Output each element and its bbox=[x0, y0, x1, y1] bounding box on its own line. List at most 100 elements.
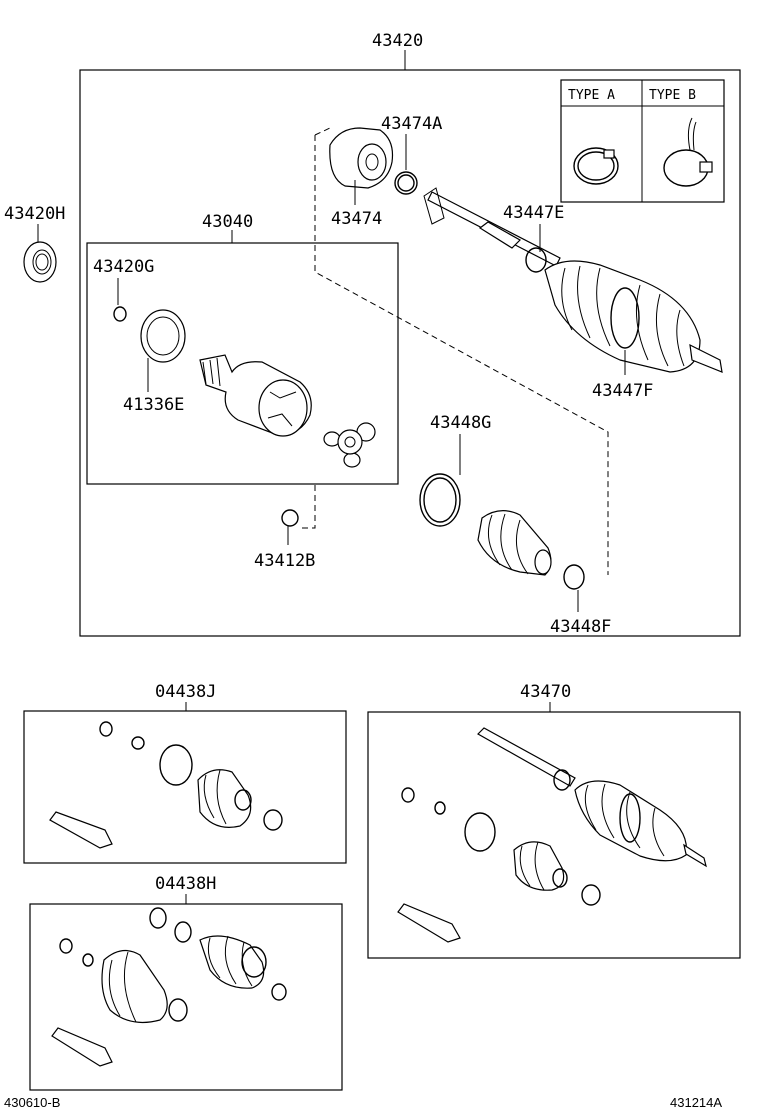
kit-43470-inner-boot-ribs bbox=[519, 841, 545, 891]
label-04438J[interactable]: 04438J bbox=[155, 682, 216, 702]
label-43412B[interactable]: 43412B bbox=[254, 551, 315, 571]
inner-joint-kit-group: 43040 43420G 41336E bbox=[86, 212, 399, 485]
boot-clamp-43447E-part[interactable] bbox=[525, 247, 547, 273]
kit-43470-snap-ring-1 bbox=[401, 787, 415, 803]
kit-43470-inner-boot bbox=[513, 841, 565, 891]
label-43448F[interactable]: 43448F bbox=[550, 617, 611, 637]
clamp-type-b-buckle bbox=[699, 161, 713, 173]
kit-43470-shaft bbox=[477, 727, 576, 787]
kit-43470-inner-boot-neck bbox=[552, 868, 568, 888]
label-43040[interactable]: 43040 bbox=[202, 212, 253, 232]
boot-kit-43470-group: 43470 bbox=[367, 682, 741, 959]
oil-seal-hole bbox=[35, 253, 49, 271]
dust-cover-hole bbox=[365, 153, 379, 171]
shaft-spline-end bbox=[423, 187, 445, 225]
tripod-joint-part[interactable] bbox=[323, 422, 376, 468]
snap-ring-43474A-part[interactable] bbox=[394, 171, 418, 195]
boot-kit-04438J-box bbox=[23, 710, 347, 864]
kit-43470-shaft-clamp bbox=[553, 769, 571, 791]
dashed-guide-top bbox=[314, 127, 331, 136]
label-43470[interactable]: 43470 bbox=[520, 682, 571, 702]
clamp-type-a-inner bbox=[577, 151, 615, 181]
housing-grooves bbox=[267, 391, 297, 427]
dashed-guide-main bbox=[314, 135, 609, 575]
dashed-guides bbox=[300, 127, 609, 575]
kit-j-snap-ring-2 bbox=[131, 736, 145, 750]
inboard-boot-group: 43448G 43448F bbox=[419, 413, 611, 637]
outboard-boot-part[interactable] bbox=[544, 260, 701, 373]
clamp-type-a-icon bbox=[573, 147, 619, 185]
label-43474A[interactable]: 43474A bbox=[381, 114, 442, 134]
snap-ring-43420G-part[interactable] bbox=[113, 306, 127, 322]
kit-h-boot-outer bbox=[101, 949, 168, 1023]
kit-j-boot-neck bbox=[234, 789, 252, 811]
boot-clamp-43448G-inner bbox=[423, 477, 457, 523]
kit-h-snap-ring-2 bbox=[82, 953, 94, 967]
kit-h-clamp-1 bbox=[149, 907, 167, 929]
inner-ring-41336E-part[interactable] bbox=[140, 309, 186, 363]
kit-h-boot-inner-ribs bbox=[207, 935, 253, 987]
label-43447E[interactable]: 43447E bbox=[503, 203, 564, 223]
snap-ring-43474A-inner bbox=[397, 174, 415, 192]
drive-shaft-group: 43447E 43447F bbox=[423, 187, 723, 401]
kit-43470-snap-ring-2 bbox=[434, 801, 446, 815]
oil-seal-inner bbox=[32, 249, 52, 275]
label-43420[interactable]: 43420 bbox=[372, 31, 423, 51]
kit-h-snap-ring-1 bbox=[59, 938, 73, 954]
label-43448G[interactable]: 43448G bbox=[430, 413, 491, 433]
kit-h-grease-tube bbox=[51, 1027, 113, 1067]
snap-ring-43412B-part[interactable] bbox=[281, 509, 299, 527]
kit-j-clamp-large bbox=[159, 744, 193, 786]
label-43447F[interactable]: 43447F bbox=[592, 381, 653, 401]
kit-h-boot-inner bbox=[199, 935, 265, 989]
label-43420H[interactable]: 43420H bbox=[4, 204, 65, 224]
boot-clamp-43448G-part[interactable] bbox=[419, 473, 461, 527]
boot-kit-04438H-group: 04438H bbox=[29, 874, 343, 1091]
inner-ring-41336E-inner bbox=[146, 316, 180, 356]
kit-43470-grease-tube bbox=[397, 903, 461, 943]
oil-seal-part[interactable] bbox=[23, 241, 57, 283]
label-41336E[interactable]: 41336E bbox=[123, 395, 184, 415]
inner-joint-kit-box bbox=[86, 242, 399, 485]
footer-right-code: 431214A bbox=[670, 1095, 722, 1110]
clamp-type-inset: TYPE A TYPE B bbox=[560, 79, 725, 203]
kit-j-grease-tube bbox=[49, 811, 113, 849]
label-43420G[interactable]: 43420G bbox=[93, 257, 154, 277]
boot-clamp-43448F-part[interactable] bbox=[563, 564, 585, 590]
housing-splines bbox=[202, 357, 221, 387]
kit-j-clamp-small bbox=[263, 809, 283, 831]
kit-h-clamp-5 bbox=[271, 983, 287, 1001]
snap-ring-43412B-group: 43412B bbox=[254, 509, 315, 571]
outboard-stub-shaft bbox=[689, 343, 723, 373]
clamp-type-a-buckle bbox=[603, 149, 615, 159]
kit-43470-clamp-small bbox=[581, 884, 601, 906]
boot-kit-04438J-group: 04438J bbox=[23, 682, 347, 864]
boot-kit-43470-box bbox=[367, 711, 741, 959]
inboard-boot-neck bbox=[534, 549, 552, 575]
boot-clamp-43447F-part[interactable] bbox=[610, 287, 640, 349]
kit-h-clamp-4 bbox=[241, 946, 267, 978]
kit-h-boot-outer-ribs bbox=[108, 951, 137, 1023]
kit-43470-outer-boot-ribs bbox=[584, 783, 665, 857]
kit-43470-outer-clamp bbox=[619, 793, 641, 843]
kit-j-boot-ribs bbox=[203, 769, 227, 825]
dust-cover-face bbox=[357, 143, 387, 181]
kit-43470-clamp-large bbox=[464, 812, 496, 852]
kit-h-clamp-3 bbox=[168, 998, 188, 1022]
label-type-b: TYPE B bbox=[649, 88, 696, 103]
kit-43470-stub bbox=[683, 843, 707, 868]
dust-cover-group: 43474 43474A bbox=[329, 114, 442, 229]
outboard-boot-ribs bbox=[561, 265, 685, 367]
dashed-guide-lower bbox=[300, 485, 316, 529]
label-type-a: TYPE A bbox=[568, 88, 615, 103]
seal-43420H-group: 43420H bbox=[4, 204, 65, 283]
label-04438H[interactable]: 04438H bbox=[155, 874, 216, 894]
footer-left-code: 430610-B bbox=[4, 1095, 60, 1110]
kit-h-clamp-2 bbox=[174, 921, 192, 943]
shaft-collar bbox=[478, 221, 521, 249]
kit-43470-outer-boot bbox=[574, 780, 688, 862]
label-43474[interactable]: 43474 bbox=[331, 209, 382, 229]
boot-kit-04438H-box bbox=[29, 903, 343, 1091]
